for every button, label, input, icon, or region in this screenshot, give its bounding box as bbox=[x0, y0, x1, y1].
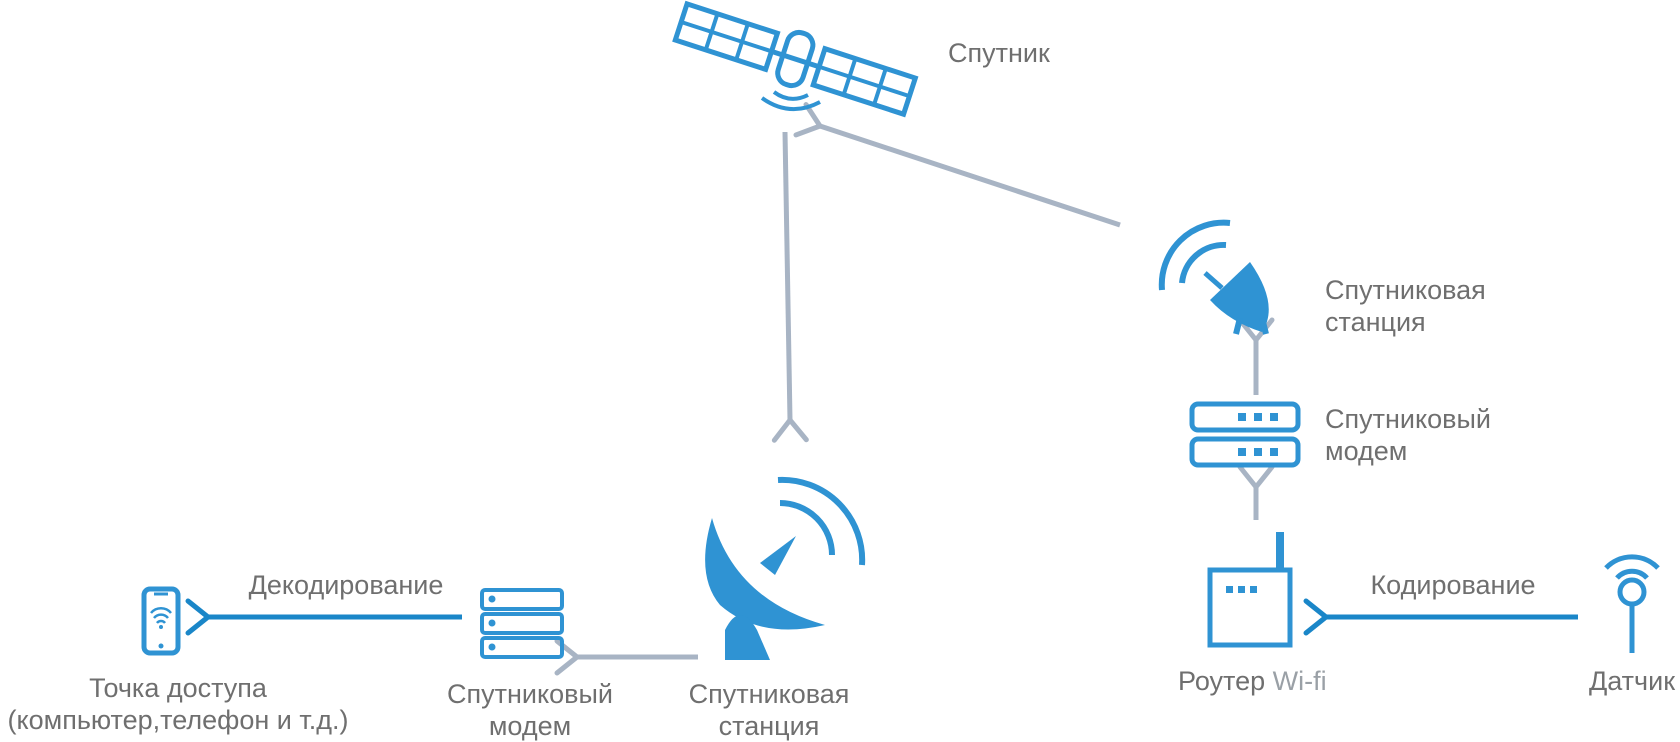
left-station-label-line1: Спутниковая bbox=[688, 679, 850, 709]
sensor-label: Датчик bbox=[1588, 666, 1676, 696]
router-label-wifi: Wi-fi bbox=[1272, 666, 1327, 696]
router-label: Роутер Wi-fi bbox=[1178, 665, 1327, 697]
satellite-label: Спутник bbox=[948, 38, 1050, 68]
smartphone-icon bbox=[141, 586, 181, 656]
access-point-label-line2: (компьютер,телефон и т.д.) bbox=[7, 705, 349, 735]
router-label-word: Роутер bbox=[1178, 666, 1266, 696]
sensor-icon bbox=[1604, 554, 1660, 653]
modem-icon bbox=[1189, 401, 1301, 468]
modem-stack-icon bbox=[480, 588, 564, 659]
ground-station-icon bbox=[705, 476, 866, 660]
left-modem-label-line2: модем bbox=[488, 711, 572, 741]
satellite-dish-icon bbox=[1158, 219, 1269, 335]
decoding-label: Декодирование bbox=[248, 570, 444, 600]
arrow-station-to-satellite bbox=[820, 126, 1121, 228]
access-point-label-line1: Точка доступа bbox=[89, 673, 267, 703]
right-station-label-line2: станция bbox=[1325, 307, 1426, 337]
right-modem-label-line2: модем bbox=[1325, 436, 1408, 466]
right-station-label-line1: Спутниковая bbox=[1325, 275, 1486, 305]
satellite-icon bbox=[672, 0, 919, 118]
left-modem-label-line1: Спутниковый bbox=[447, 679, 613, 709]
right-modem-label-line1: Спутниковый bbox=[1325, 404, 1491, 434]
router-icon bbox=[1207, 532, 1293, 648]
encoding-label: Кодирование bbox=[1370, 570, 1536, 600]
left-station-label-line2: станция bbox=[718, 711, 820, 741]
arrow-satellite-to-station bbox=[785, 131, 790, 420]
